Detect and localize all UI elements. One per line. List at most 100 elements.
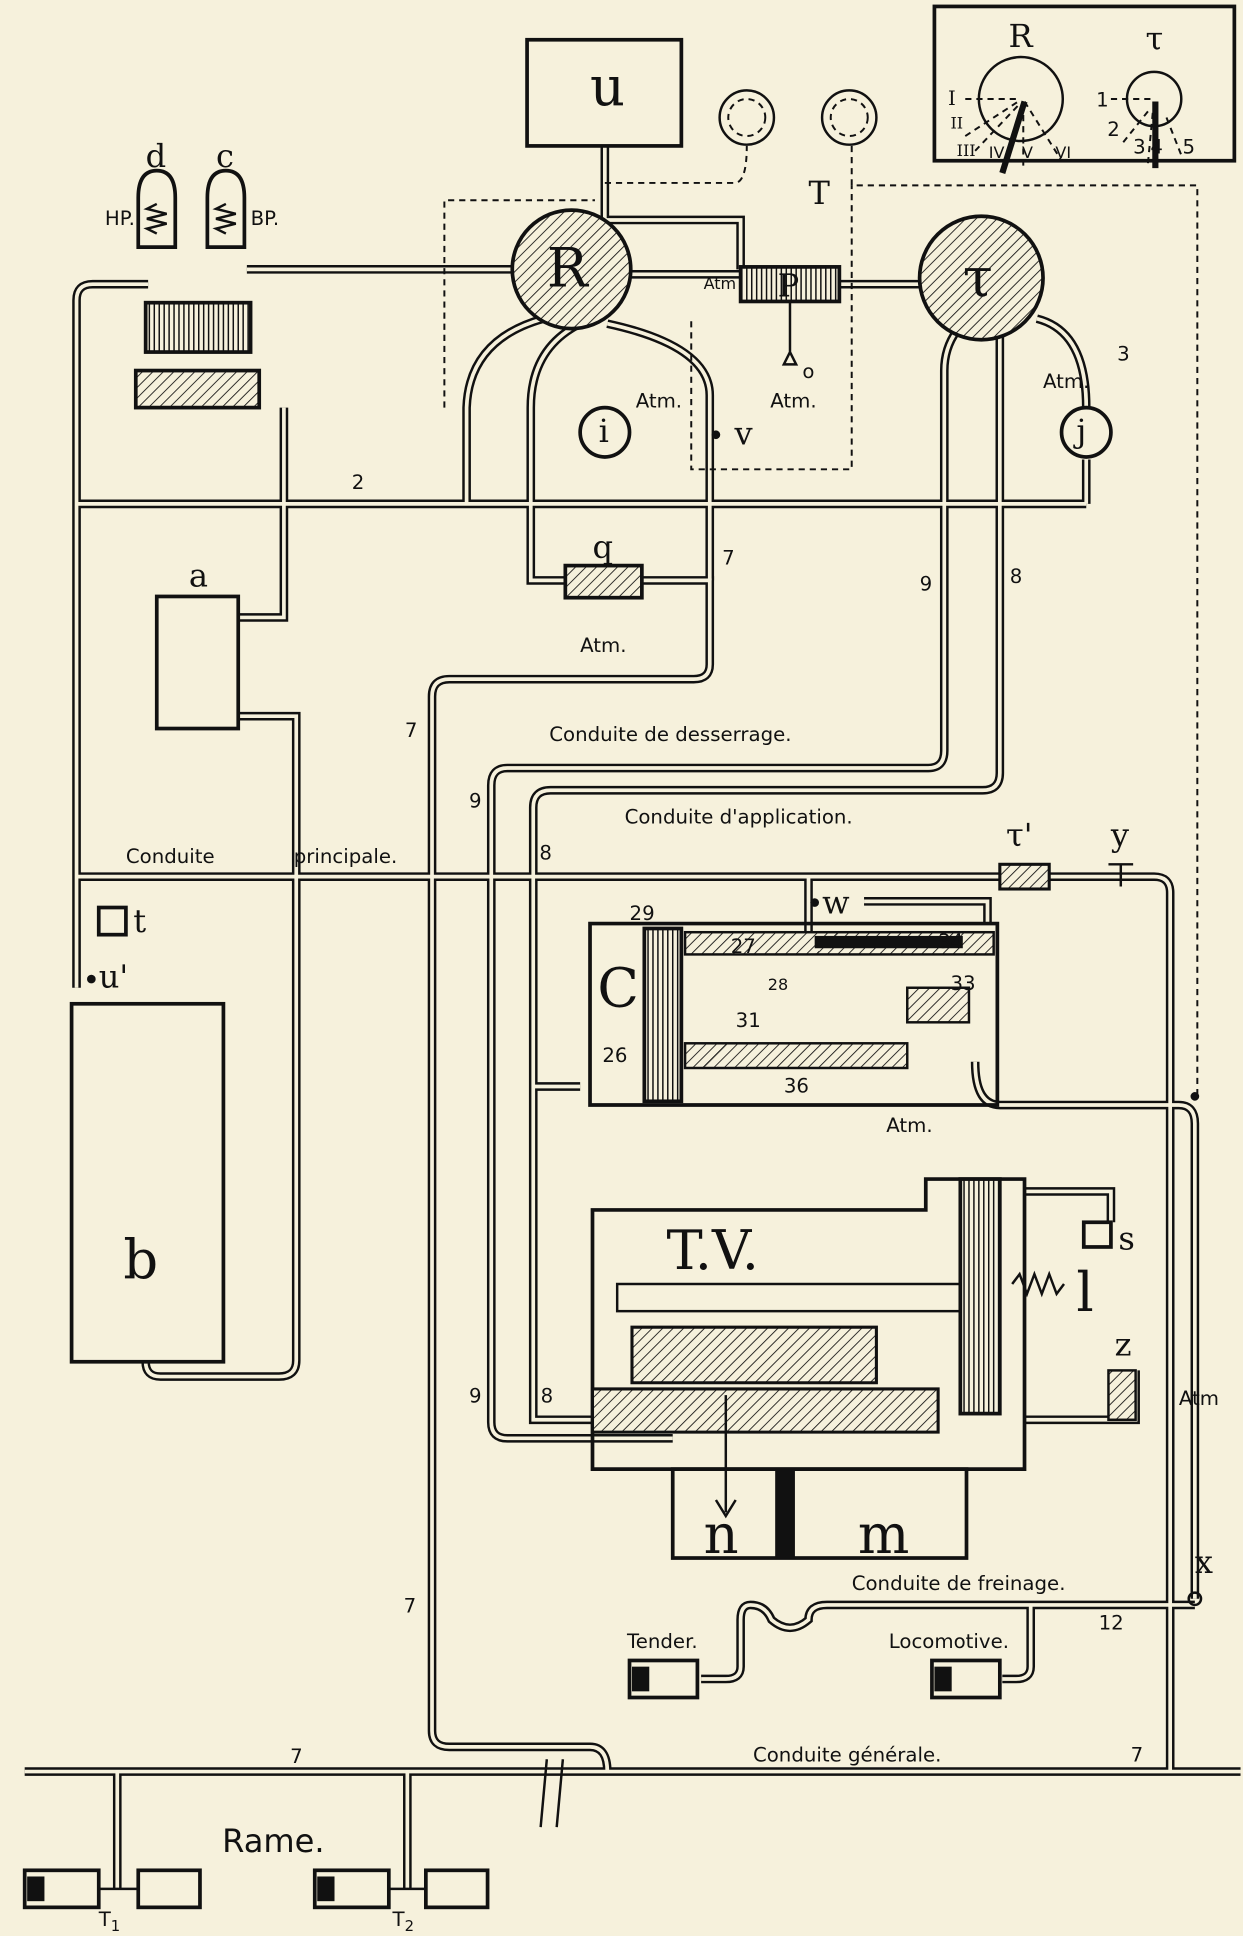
inset-pos-II: II bbox=[950, 114, 963, 133]
valve-r bbox=[917, 214, 1045, 342]
label-t: t bbox=[133, 902, 146, 940]
spring-d bbox=[143, 202, 167, 235]
point-w bbox=[810, 898, 819, 907]
label-z: z bbox=[1115, 1326, 1132, 1364]
cylinder-divider bbox=[775, 1469, 795, 1559]
label-pipe-8-low: 8 bbox=[541, 1384, 554, 1407]
gauge-2 bbox=[820, 89, 878, 146]
label-T2: T2 bbox=[392, 1908, 414, 1935]
label-34: 34 bbox=[938, 930, 963, 953]
valve-r-prime bbox=[998, 862, 1051, 891]
label-j: j bbox=[1072, 412, 1086, 450]
label-pipe-7-top: 7 bbox=[722, 546, 735, 569]
label-pipe-9-top: 9 bbox=[920, 572, 933, 595]
label-u: u bbox=[590, 55, 625, 118]
valve-o bbox=[781, 301, 799, 366]
label-i: i bbox=[599, 412, 609, 450]
cylinder-tender bbox=[627, 1658, 700, 1700]
inset-label-r: τ bbox=[1145, 20, 1163, 58]
valve-q bbox=[563, 563, 644, 600]
inset-pos-2: 2 bbox=[1107, 118, 1120, 141]
inset-label-R: R bbox=[1008, 17, 1033, 55]
pipe-main-left-inner bbox=[74, 282, 149, 988]
cylinder-locomotive bbox=[930, 1658, 1002, 1700]
label-pipe-7-mid: 7 bbox=[405, 719, 418, 742]
inset-handle-positions bbox=[932, 4, 1237, 163]
label-33: 33 bbox=[950, 972, 975, 995]
label-atm-o: Atm. bbox=[770, 390, 816, 413]
label-u-prime: u' bbox=[99, 958, 128, 996]
junction-point bbox=[1190, 1092, 1200, 1101]
point-v bbox=[711, 430, 721, 440]
pipe-R-to-q-inner bbox=[528, 322, 581, 583]
label-conduite-principale-1: Conduite bbox=[126, 845, 215, 868]
distributor-C bbox=[588, 921, 1000, 1107]
dashed-line-gauges bbox=[604, 145, 748, 184]
label-T: T bbox=[809, 174, 831, 212]
cylinder-tender-piston bbox=[631, 1666, 650, 1692]
label-pipe-9-low: 9 bbox=[469, 1384, 482, 1407]
compressor-base bbox=[133, 368, 262, 410]
rod-TV bbox=[615, 1282, 962, 1313]
label-d: d bbox=[146, 137, 167, 175]
pipe-TV-to-s bbox=[1024, 1187, 1116, 1223]
label-bp: BP. bbox=[251, 207, 280, 230]
seat-TV bbox=[590, 1387, 940, 1434]
label-26: 26 bbox=[602, 1044, 627, 1067]
label-29: 29 bbox=[630, 902, 655, 925]
dashed-line-right bbox=[850, 145, 1199, 1099]
label-pipe-7-left: 7 bbox=[290, 1745, 303, 1768]
component-u-reservoir bbox=[525, 37, 684, 148]
cylinder-rame-2b bbox=[424, 1868, 490, 1910]
piston-29 bbox=[642, 926, 684, 1104]
inset-r-position-lines bbox=[1110, 98, 1184, 164]
label-C: C bbox=[597, 956, 639, 1019]
valve-z bbox=[1107, 1369, 1137, 1422]
pipe-C-to-x-inner bbox=[973, 1061, 1197, 1599]
compressor-piston bbox=[143, 300, 253, 354]
label-31: 31 bbox=[736, 1009, 761, 1032]
label-conduite-application: Conduite d'application. bbox=[625, 806, 853, 829]
pipe-a-to-b bbox=[141, 711, 301, 1381]
gauge-i bbox=[578, 405, 632, 459]
component-t bbox=[96, 905, 128, 937]
pipe-7 bbox=[427, 576, 715, 1772]
label-conduite-generale: Conduite générale. bbox=[753, 1744, 941, 1767]
cylinder-locomotive-piston bbox=[934, 1666, 952, 1692]
piston-TV bbox=[958, 1177, 1002, 1416]
label-pipe-2: 2 bbox=[352, 471, 365, 494]
pipe-R-to-q bbox=[526, 319, 583, 585]
label-P: P bbox=[778, 267, 800, 305]
brake-cylinder-nm bbox=[670, 1467, 969, 1560]
label-l: l bbox=[1076, 1261, 1093, 1324]
label-s: s bbox=[1118, 1219, 1134, 1257]
gauge-j bbox=[1059, 405, 1113, 459]
label-atm-R: Atm bbox=[704, 274, 737, 293]
slide-valve-TV bbox=[630, 1325, 878, 1385]
label-atm-R-low: Atm. bbox=[636, 390, 682, 413]
valve-d bbox=[136, 168, 178, 249]
pipe-9-inner bbox=[489, 329, 959, 1441]
label-28: 28 bbox=[768, 975, 788, 994]
label-y: y bbox=[1110, 816, 1130, 854]
spring-33 bbox=[906, 986, 971, 1024]
inset-R-position-lines bbox=[964, 98, 1063, 171]
pipe-R-loop-left-inner bbox=[464, 316, 544, 504]
pipe-conduite-principale-inner bbox=[76, 874, 1173, 1772]
pipe-dc-to-a bbox=[238, 407, 289, 622]
label-a: a bbox=[189, 557, 208, 595]
pipe-C-to-TV bbox=[864, 897, 992, 924]
label-n: n bbox=[704, 1503, 739, 1566]
gauge-1-inner bbox=[727, 98, 767, 138]
spring-l bbox=[1011, 1270, 1066, 1298]
pipe-freinage-inner bbox=[701, 1603, 1195, 1681]
pipe-C-to-x bbox=[970, 1061, 1200, 1599]
label-r: τ bbox=[963, 247, 993, 310]
label-atm-q: Atm. bbox=[580, 634, 626, 657]
spring-c bbox=[212, 202, 237, 235]
label-pipe-12: 12 bbox=[1099, 1612, 1124, 1635]
inset-pos-5: 5 bbox=[1183, 135, 1196, 158]
cylinder-rame-1b bbox=[136, 1868, 202, 1910]
